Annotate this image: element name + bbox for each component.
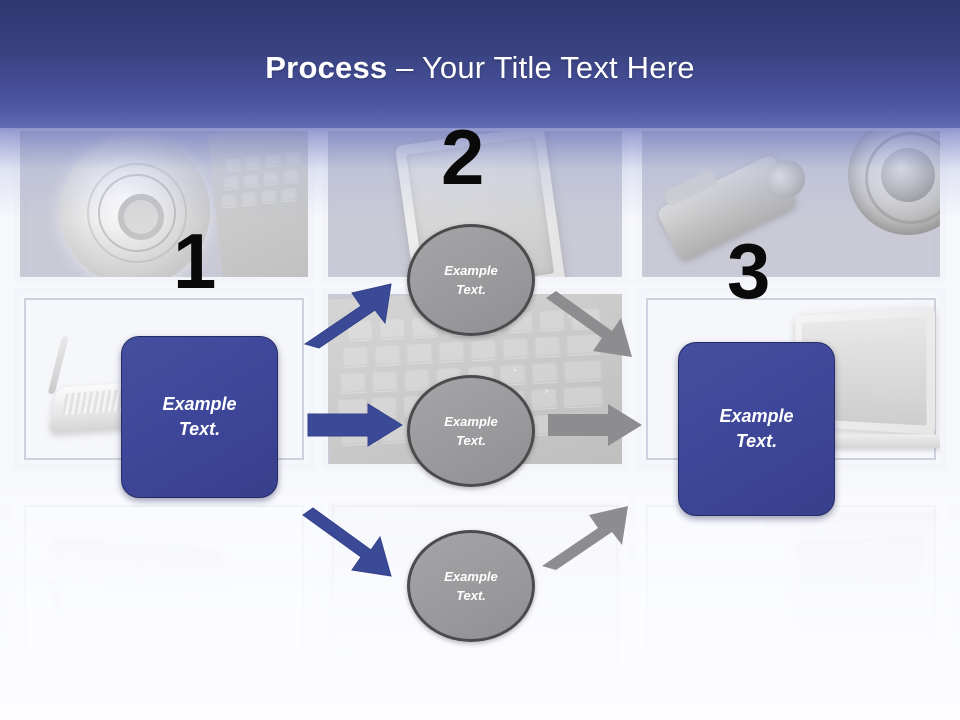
arrow-out-top <box>546 285 651 363</box>
photo-router-reflection <box>14 495 314 677</box>
page-title-separator: – <box>387 50 422 85</box>
arrow-in-middle <box>308 404 404 450</box>
photo-camera-lens <box>636 125 946 283</box>
input-box-line1: Example <box>162 392 236 417</box>
page-title: Process – Your Title Text Here <box>0 50 960 86</box>
photo-laptop-reflection <box>636 495 946 677</box>
photo-cd-disc <box>14 125 314 283</box>
input-box-line2: Text. <box>162 417 236 442</box>
input-box[interactable]: Example Text. <box>121 336 278 498</box>
page-title-bold: Process <box>265 50 387 85</box>
output-box[interactable]: Example Text. <box>678 342 835 516</box>
process-circle-top[interactable]: Example Text. <box>407 224 535 336</box>
step-number-2: 2 <box>441 118 484 196</box>
output-box-line2: Text. <box>719 429 793 454</box>
step-number-3: 3 <box>727 232 770 310</box>
output-box-line1: Example <box>719 404 793 429</box>
process-circle-middle-line2: Text. <box>444 431 497 450</box>
arrow-in-bottom <box>303 500 413 580</box>
arrow-out-bottom <box>540 500 652 578</box>
process-circle-middle[interactable]: Example Text. <box>407 375 535 487</box>
arrow-out-middle <box>548 404 644 450</box>
process-circle-top-line2: Text. <box>444 280 497 299</box>
process-circle-bottom-line2: Text. <box>444 586 497 605</box>
process-circle-middle-line1: Example <box>444 412 497 431</box>
process-circle-bottom[interactable]: Example Text. <box>407 530 535 642</box>
arrow-in-top <box>303 278 403 358</box>
process-circle-top-line1: Example <box>444 261 497 280</box>
step-number-1: 1 <box>173 222 216 300</box>
page-title-rest: Your Title Text Here <box>422 50 695 85</box>
process-circle-bottom-line1: Example <box>444 567 497 586</box>
